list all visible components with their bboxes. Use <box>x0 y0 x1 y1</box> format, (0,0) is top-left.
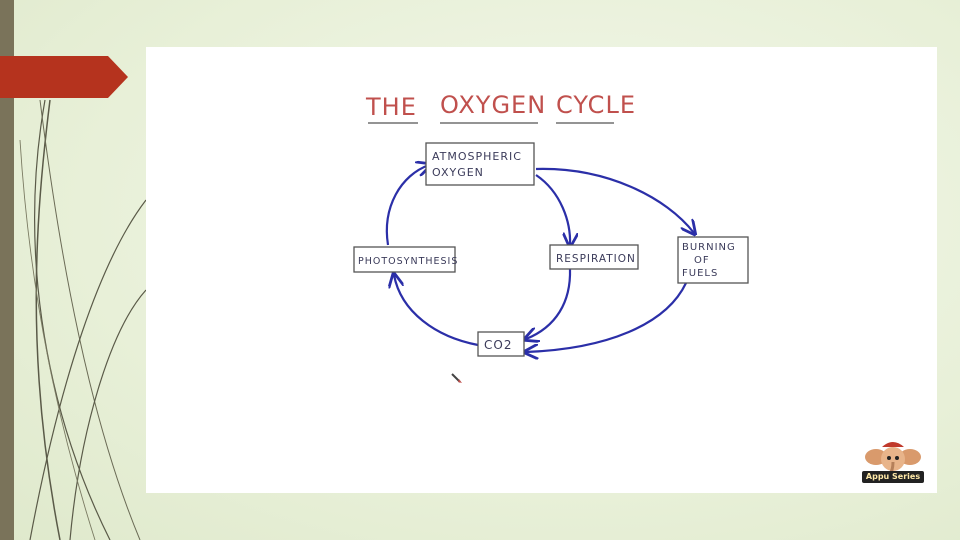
slide-panel: THE OXYGEN CYCLE ATMOSPHERIC OXYGEN PHOT… <box>146 47 937 493</box>
arrow-atmospheric-to-respiration <box>535 174 570 245</box>
arrow-photosynthesis-to-atmospheric <box>385 165 429 246</box>
node-burning-label-line2: OF <box>694 255 710 266</box>
node-respiration-label: RESPIRATION <box>556 253 636 265</box>
node-co2-label: CO2 <box>484 338 512 352</box>
title-word-oxygen: OXYGEN <box>440 91 546 119</box>
decorative-stems <box>19 99 147 540</box>
mascot-icon <box>865 442 921 477</box>
diagram-title: THE OXYGEN CYCLE <box>365 91 636 124</box>
oxygen-cycle-diagram: THE OXYGEN CYCLE ATMOSPHERIC OXYGEN PHOT… <box>353 91 749 383</box>
node-atmospheric-label-line1: ATMOSPHERIC <box>432 150 522 163</box>
appu-series-logo: Appu Series <box>862 437 924 485</box>
arrow-atmospheric-to-burning <box>535 167 694 233</box>
arrow-burning-to-co2 <box>526 282 687 352</box>
node-burning-label-line1: BURNING <box>682 242 736 253</box>
title-word-cycle: CYCLE <box>556 91 636 119</box>
node-burning-label-line3: FUELS <box>682 268 718 279</box>
node-respiration: RESPIRATION <box>549 244 639 270</box>
arrow-co2-to-photosynthesis <box>394 275 479 347</box>
side-bar <box>0 0 14 540</box>
node-photosynthesis: PHOTOSYNTHESIS <box>353 246 458 273</box>
slide-marker-tab <box>0 56 128 98</box>
node-photosynthesis-label: PHOTOSYNTHESIS <box>358 256 458 267</box>
arrow-respiration-to-co2 <box>526 268 572 339</box>
node-burning-of-fuels: BURNING OF FUELS <box>677 236 749 284</box>
node-co2: CO2 <box>477 331 525 357</box>
pen-cursor-icon <box>451 373 462 383</box>
node-atmospheric-oxygen: ATMOSPHERIC OXYGEN <box>425 142 535 186</box>
node-atmospheric-label-line2: OXYGEN <box>432 166 484 179</box>
title-word-the: THE <box>365 93 417 121</box>
logo-label: Appu Series <box>862 471 924 483</box>
